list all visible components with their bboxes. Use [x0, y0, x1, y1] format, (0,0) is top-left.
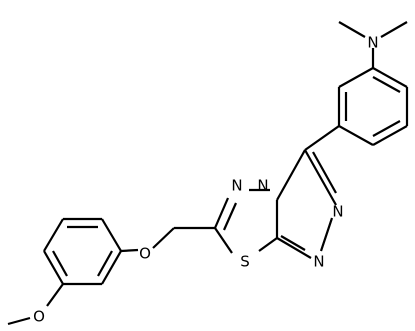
atom-sulfur: S — [240, 253, 250, 271]
atom-labels: N N N N N S O O — [33, 34, 379, 326]
bond-ph1-f-inner — [372, 120, 401, 137]
atom-o-ether: O — [139, 245, 151, 263]
atom-n-thiadiazole: N — [231, 177, 242, 195]
bond-ph2-f-inner — [97, 250, 113, 277]
atom-n-triazole-1: N — [313, 253, 324, 271]
atom-n-dimethylamino: N — [367, 34, 378, 52]
bond-ph2-d — [43, 250, 64, 285]
bond-ch2-o — [152, 227, 175, 249]
bond-nme-methyl-right — [380, 21, 408, 38]
bond-s-c7a — [258, 237, 278, 252]
bond-ph1-a — [338, 67, 374, 88]
bond-n1-c7a-inner — [280, 235, 306, 251]
bond-n1-c7a — [276, 237, 312, 259]
atom-n-bridgehead: N — [257, 177, 268, 195]
bond-c3-n2-double — [304, 149, 337, 206]
atom-n-triazole-2: N — [332, 203, 343, 221]
bond-ph2-c — [43, 218, 64, 252]
bond-ph1-b-inner — [372, 76, 401, 93]
bond-ph1-e — [338, 125, 374, 146]
bond-c3-n2-double-inner — [312, 151, 337, 194]
bond-ph2-f — [101, 250, 122, 285]
bond-n5-c6-double — [213, 197, 230, 229]
bond-n5-c6-double-inner — [222, 202, 238, 231]
bond-c3-n4 — [276, 149, 306, 201]
bond-ph2-d-inner — [52, 250, 68, 277]
bonds — [7, 21, 409, 326]
bond-nme-methyl-left — [338, 21, 366, 38]
bond-c6-s — [214, 227, 233, 254]
bond-ph1-b — [372, 67, 408, 88]
bond-ome-methyl — [7, 316, 31, 326]
bond-ph1-triazole — [304, 125, 340, 151]
bond-n2-n1 — [319, 217, 334, 252]
bond-ph1-f — [372, 125, 408, 146]
atom-o-methoxy: O — [33, 308, 45, 326]
bond-o-ring — [120, 248, 139, 253]
bond-ph2-a — [101, 218, 122, 252]
bond-ring-ome — [46, 283, 64, 307]
